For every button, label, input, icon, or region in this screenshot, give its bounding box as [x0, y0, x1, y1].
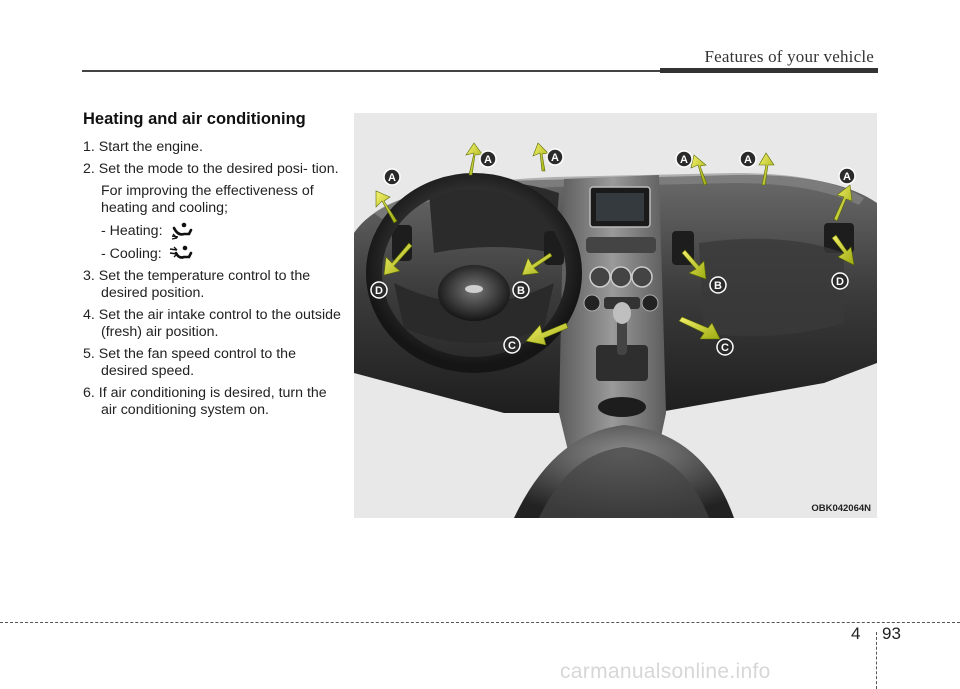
badge-a-4: A: [739, 150, 757, 168]
vent-arrow-a-6: [833, 184, 853, 222]
vent-arrow-b-right: [681, 249, 707, 280]
watermark: carmanualsonline.info: [560, 660, 771, 683]
step-5: 5. Set the fan speed control to the desi…: [83, 346, 296, 379]
svg-text:B: B: [714, 280, 722, 292]
step-2-note: For improving the effectiveness of heati…: [101, 183, 314, 216]
cooling-mode: - Cooling:: [101, 245, 341, 263]
vent-arrow-a-2: [532, 142, 549, 172]
vent-arrow-c-left: [525, 322, 569, 346]
heating-mode: - Heating:: [101, 222, 341, 240]
svg-text:D: D: [836, 276, 844, 288]
header-rule-accent: [660, 68, 878, 73]
badge-a-3: A: [675, 150, 693, 168]
vent-arrow-a-1: [465, 142, 483, 176]
svg-text:A: A: [484, 154, 492, 166]
badge-a-1: A: [479, 150, 497, 168]
badge-b-right: B: [709, 276, 727, 294]
step-6: 6. If air conditioning is desired, turn …: [83, 385, 327, 418]
step-2: 2. Set the mode to the desired posi- tio…: [83, 161, 339, 177]
svg-text:A: A: [680, 154, 688, 166]
svg-text:D: D: [375, 285, 383, 297]
heating-label: - Heating:: [101, 222, 163, 239]
badge-c-left: C: [503, 336, 521, 354]
step-4: 4. Set the air intake control to the out…: [83, 307, 341, 340]
figure-code: OBK042064N: [811, 503, 871, 514]
badge-d-right: D: [831, 272, 849, 290]
dashboard-drawing: A A A A A A D B B D C C: [354, 113, 877, 518]
header-title: Features of your vehicle: [704, 47, 874, 66]
vent-arrow-d-right: [831, 234, 855, 266]
chapter-number: 4: [851, 624, 861, 643]
section-title: Heating and air conditioning: [83, 110, 306, 128]
page-number: 93: [882, 624, 901, 643]
step-3: 3. Set the temperature control to the de…: [83, 268, 311, 301]
vent-arrow-c-right: [678, 316, 721, 340]
badge-b-left: B: [512, 281, 530, 299]
vent-arrow-b-left: [521, 252, 553, 276]
header-rule: [82, 70, 878, 72]
vent-arrow-d-left: [383, 242, 413, 276]
vent-arrow-a-4: [758, 152, 775, 186]
badge-c-right: C: [716, 338, 734, 356]
svg-text:C: C: [721, 342, 729, 354]
instructions-column: Heating and air conditioning 1. Start th…: [83, 110, 341, 424]
svg-text:A: A: [551, 152, 559, 164]
badge-a-5: A: [383, 168, 401, 186]
floor-vent-icon: [171, 222, 192, 240]
footer-rule: [0, 622, 960, 623]
badge-d-left: D: [370, 281, 388, 299]
face-vent-icon: [169, 245, 193, 259]
svg-text:A: A: [388, 172, 396, 184]
dashboard-vent-illustration: A A A A A A D B B D C C OBK042064N: [354, 113, 877, 518]
vent-arrow-a-5: [375, 190, 398, 224]
vent-arrow-a-3: [690, 154, 708, 186]
cooling-label: - Cooling:: [101, 245, 162, 262]
svg-text:A: A: [843, 171, 851, 183]
footer-divider: [876, 632, 877, 689]
badge-a-6: A: [838, 167, 856, 185]
badge-a-2: A: [546, 148, 564, 166]
svg-text:B: B: [517, 285, 525, 297]
step-1: 1. Start the engine.: [83, 139, 203, 155]
svg-text:C: C: [508, 340, 516, 352]
svg-text:A: A: [744, 154, 752, 166]
